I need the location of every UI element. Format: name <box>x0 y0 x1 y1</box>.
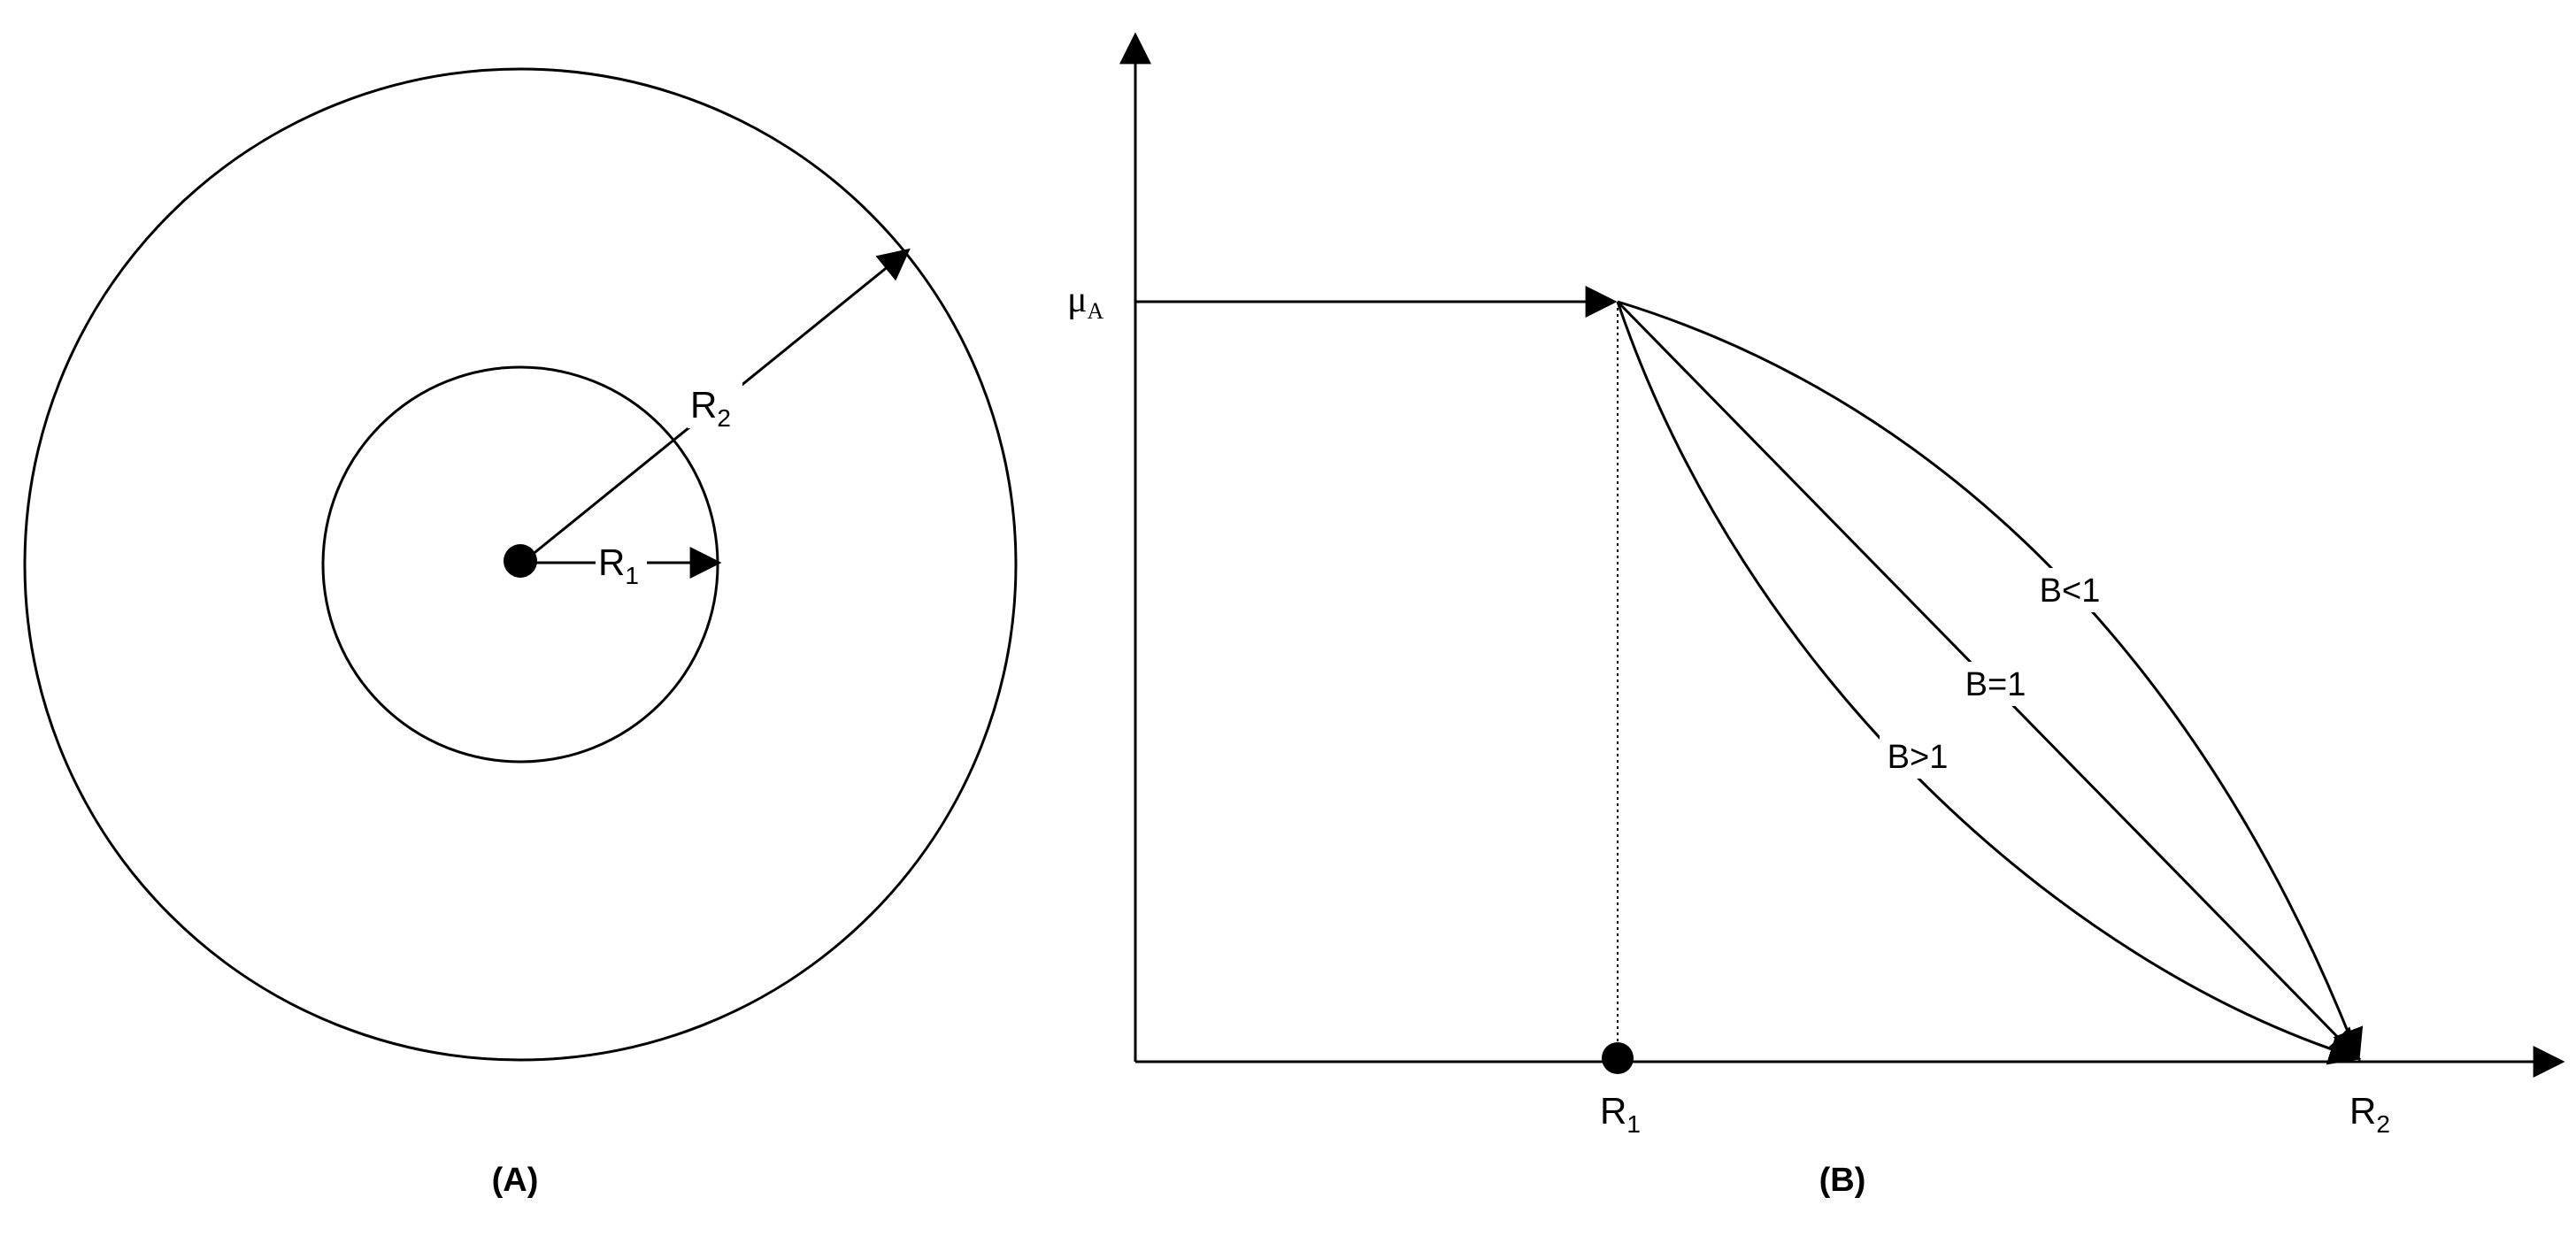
curve-label-b-equal-1: B=1 <box>1965 666 2026 703</box>
r1-label: R1 <box>598 541 639 589</box>
x-label-r2: R2 <box>2349 1090 2390 1138</box>
curve-label-b-less-1: B<1 <box>2040 572 2101 610</box>
panel-a: R1 R2 (A) <box>23 67 1018 1199</box>
panel-b: μA B<1 B=1 B>1 R1 R2 (B) <box>1067 32 2565 1199</box>
caption-a: (A) <box>492 1162 539 1199</box>
x-label-r1: R1 <box>1600 1090 1641 1138</box>
center-dot <box>504 544 537 578</box>
caption-b: (B) <box>1819 1162 1866 1199</box>
y-axis-label: μA <box>1067 280 1104 324</box>
r2-label: R2 <box>690 384 731 432</box>
curve-b-greater-1 <box>1616 301 2362 1065</box>
curve-label-b-greater-1: B>1 <box>1888 739 1949 776</box>
outer-circle <box>23 67 1018 1062</box>
r1-dot <box>1602 1042 1634 1074</box>
